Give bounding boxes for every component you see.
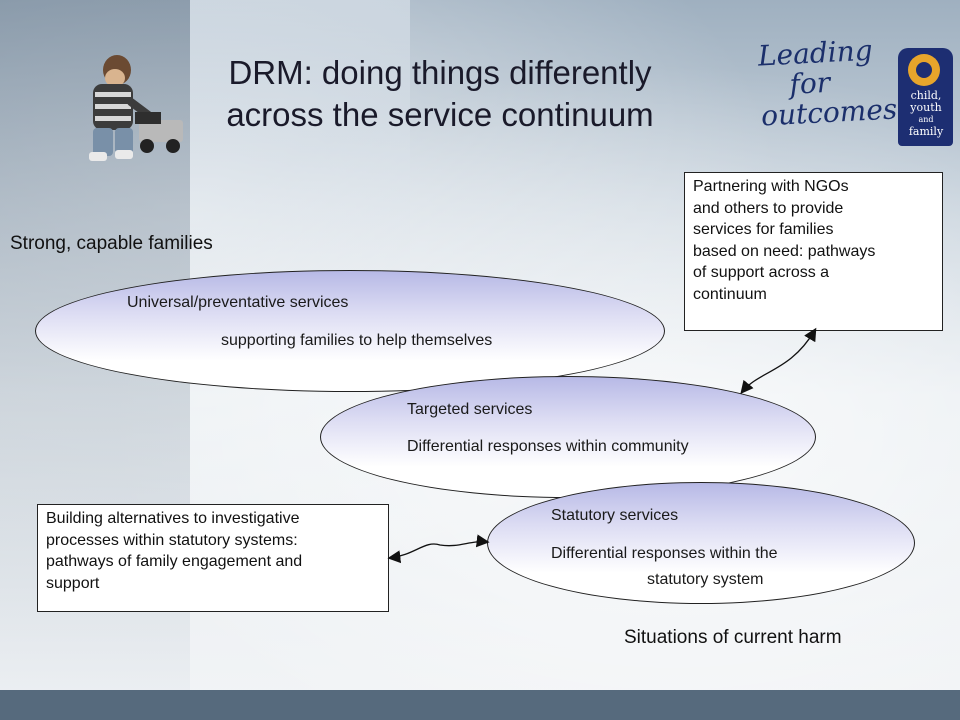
note-left-line-4: support bbox=[46, 574, 100, 592]
slide-title-line-2: across the service continuum bbox=[226, 96, 654, 133]
targeted-services-subtitle: Differential responses within community bbox=[407, 438, 689, 455]
statutory-alternatives-note: Building alternatives to investigative p… bbox=[37, 504, 389, 612]
label-strong-capable-families: Strong, capable families bbox=[10, 233, 213, 254]
ngo-partnering-note: Partnering with NGOs and others to provi… bbox=[684, 172, 943, 331]
agency-line-4: family bbox=[908, 125, 944, 138]
agency-line-1: child, bbox=[910, 89, 942, 102]
targeted-services-ellipse bbox=[320, 376, 816, 498]
universal-services-ellipse bbox=[35, 270, 665, 392]
universal-services-subtitle: supporting families to help themselves bbox=[221, 332, 493, 349]
statutory-services-subtitle: Differential responses within the bbox=[551, 545, 778, 562]
child-youth-family-logo: child, youth and family bbox=[898, 48, 953, 146]
emblem-icon bbox=[908, 54, 940, 86]
label-situations-of-current-harm: Situations of current harm bbox=[624, 627, 842, 648]
universal-services-title: Universal/preventative services bbox=[127, 294, 349, 311]
note-right-line-6: continuum bbox=[693, 285, 767, 303]
agency-line-2: youth bbox=[910, 101, 942, 114]
note-left-line-1: Building alternatives to investigative bbox=[46, 510, 300, 527]
child-with-toy-truck-image bbox=[89, 55, 183, 161]
right-note-connector bbox=[740, 327, 817, 395]
note-left-line-2: processes within statutory systems: bbox=[46, 531, 298, 549]
logo-area: Leading for outcomes child, youth and fa… bbox=[757, 34, 955, 148]
note-right-line-4: based on need: pathways bbox=[693, 242, 876, 260]
slide-title-line-1: DRM: doing things differently bbox=[228, 54, 652, 91]
left-note-connector bbox=[387, 534, 490, 564]
slide-title: DRM: doing things differently across the… bbox=[170, 52, 710, 136]
background-texture bbox=[190, 0, 410, 300]
note-left-line-3: pathways of family engagement and bbox=[46, 553, 303, 570]
agency-line-3: and bbox=[918, 115, 934, 124]
statutory-services-subtitle-2: statutory system bbox=[647, 571, 764, 588]
note-right-line-3: services for families bbox=[693, 221, 834, 238]
footer-bar bbox=[0, 690, 960, 720]
targeted-services-title: Targeted services bbox=[407, 401, 533, 418]
statutory-services-title: Statutory services bbox=[551, 507, 679, 524]
note-right-line-5: of support across a bbox=[693, 264, 830, 281]
note-right-line-1: Partnering with NGOs bbox=[693, 178, 849, 195]
agency-name: child, youth and family bbox=[902, 90, 950, 138]
note-right-line-2: and others to provide bbox=[693, 199, 844, 217]
statutory-services-ellipse bbox=[487, 482, 915, 604]
